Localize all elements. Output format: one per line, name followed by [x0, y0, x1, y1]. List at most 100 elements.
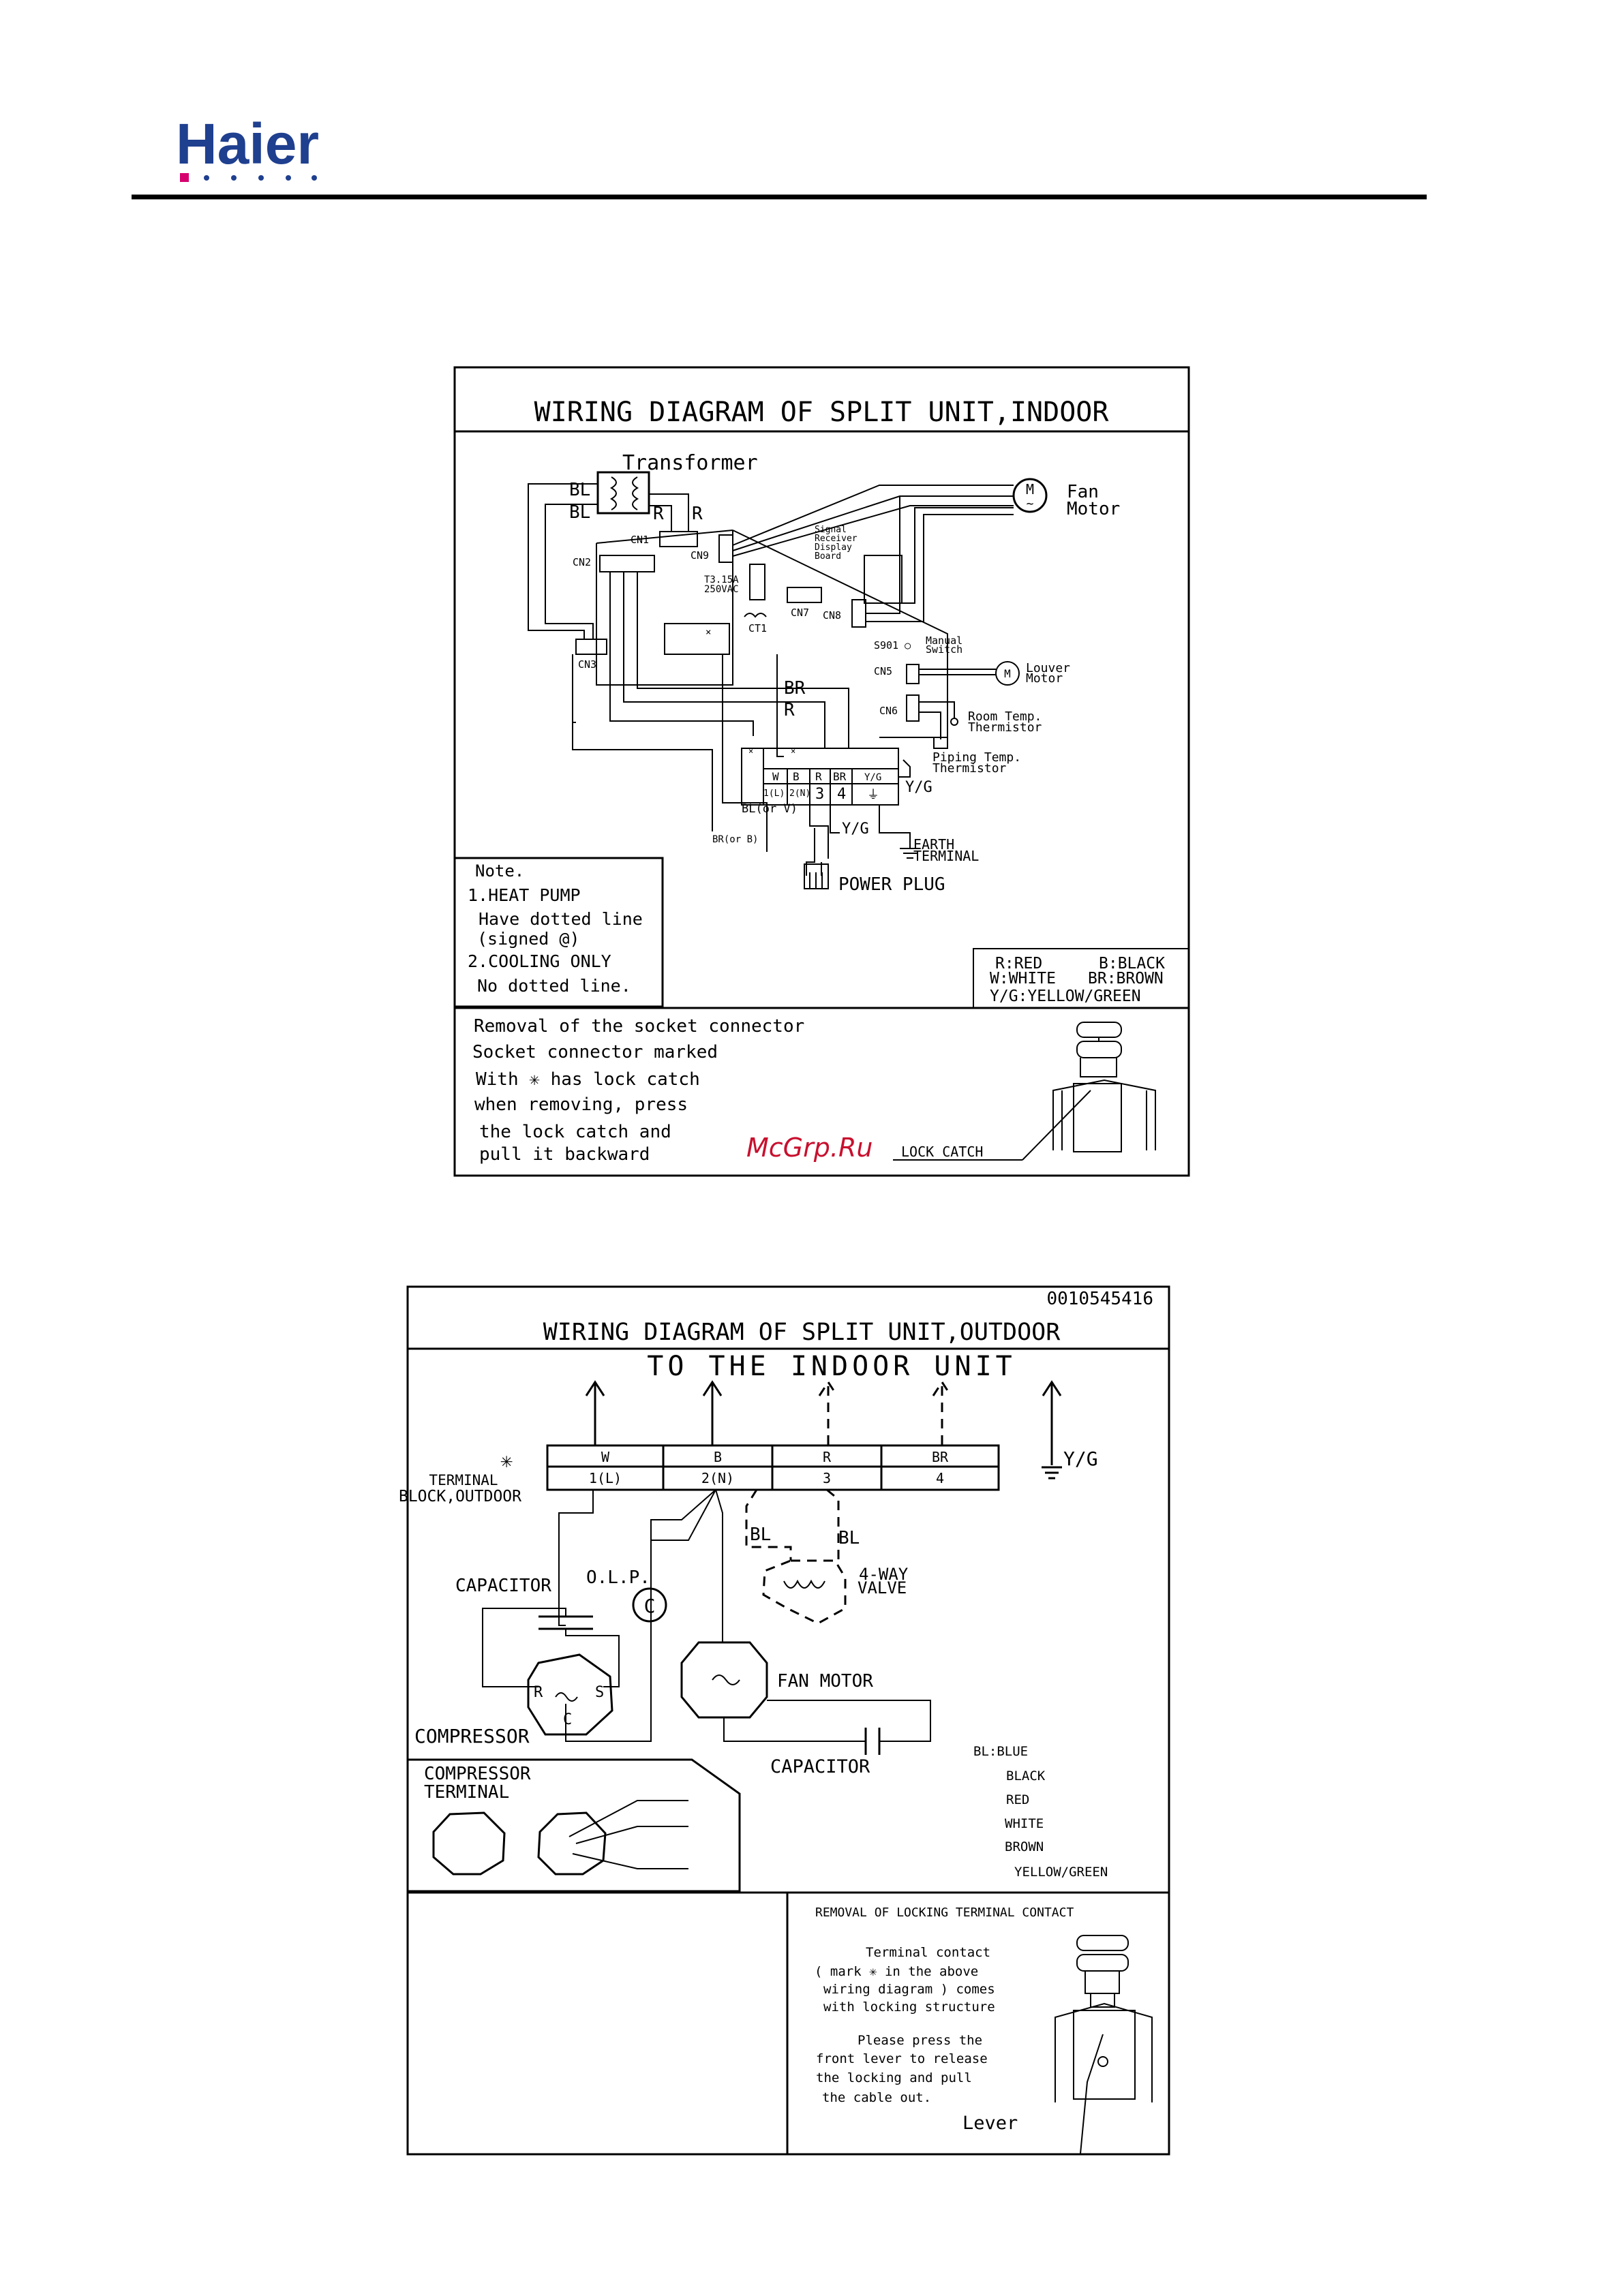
outdoor-title: WIRING DIAGRAM OF SPLIT UNIT,OUTDOOR [543, 1319, 1061, 1346]
svg-text:the cable out.: the cable out. [822, 2090, 931, 2105]
wire-label-bl: BL [569, 480, 590, 500]
cn7-label: CN7 [791, 607, 809, 619]
fuse-rating: T3.15A [704, 575, 739, 585]
color-legend-outdoor: BL:BLUE BLACK RED WHITE BROWN YELLOW/GRE… [973, 1744, 1108, 1880]
svg-text:4: 4 [936, 1470, 944, 1486]
compressor-capacitor [539, 1615, 593, 1630]
svg-text:M: M [1004, 667, 1011, 680]
svg-text:BR:BROWN: BR:BROWN [1088, 970, 1164, 988]
svg-text:BR: BR [833, 770, 847, 783]
svg-text:S901 ○: S901 ○ [874, 639, 911, 652]
svg-text:R: R [823, 1449, 832, 1465]
svg-text:BL:BLUE: BL:BLUE [973, 1744, 1028, 1759]
to-indoor-label: TO THE INDOOR UNIT [647, 1351, 1016, 1382]
svg-text:BROWN: BROWN [1005, 1839, 1044, 1854]
logo-dot [312, 175, 317, 181]
wire-label-bl: BL [569, 502, 590, 523]
four-way-valve [762, 1559, 847, 1625]
svg-text:×: × [748, 746, 753, 756]
svg-text:S: S [595, 1684, 604, 1701]
yg-label: Y/G [1063, 1448, 1098, 1470]
fan-motor-label: Motor [1067, 499, 1120, 519]
svg-text:Louver: Louver [1026, 661, 1070, 675]
svg-text:3: 3 [815, 786, 824, 803]
svg-text:Have dotted line: Have dotted line [479, 909, 643, 929]
svg-text:W: W [772, 770, 779, 783]
wire-label-r: R [653, 504, 664, 524]
svg-text:1(L): 1(L) [763, 789, 785, 799]
indoor-terminal-block: W B R BR Y/G 1(L) 2(N) 3 4 ⏚ × × [741, 746, 899, 806]
connector-cn1 [659, 531, 698, 547]
wire-label-yg: Y/G [842, 821, 869, 838]
svg-text:Switch: Switch [926, 643, 962, 656]
transformer-label: Transformer [622, 451, 758, 475]
svg-text:Motor: Motor [1026, 671, 1063, 686]
cn3-label: CN3 [578, 658, 596, 671]
wire-label-yg: Y/G [905, 779, 932, 796]
svg-text:No dotted line.: No dotted line. [477, 976, 631, 996]
svg-text:BLACK: BLACK [1006, 1769, 1046, 1784]
svg-text:TERMINAL: TERMINAL [424, 1782, 509, 1803]
svg-text:⏚: ⏚ [867, 788, 879, 802]
svg-text:~: ~ [1027, 497, 1034, 511]
indoor-wiring-diagram: WIRING DIAGRAM OF SPLIT UNIT,INDOOR Tran… [453, 366, 1190, 1177]
svg-text:the locking and pull: the locking and pull [816, 2070, 972, 2085]
color-legend-indoor: R:RED B:BLACK W:WHITE BR:BROWN Y/G:YELLO… [973, 948, 1189, 1009]
connector-cn2 [599, 555, 655, 572]
cn2-label: CN2 [573, 556, 591, 568]
terminal-mark: ✳ [500, 1449, 513, 1473]
cn6-label: CN6 [879, 705, 898, 717]
connector-cn6 [906, 694, 920, 722]
part-code: 0010545416 [1046, 1289, 1153, 1309]
svg-text:when removing, press: when removing, press [474, 1095, 688, 1115]
svg-text:2(N): 2(N) [789, 789, 810, 799]
compressor-capacitor-label: CAPACITOR [455, 1576, 551, 1596]
fan-motor-label: Fan [1067, 482, 1099, 502]
svg-text:Receiver: Receiver [815, 534, 858, 544]
svg-text:W: W [601, 1449, 610, 1465]
svg-text:3: 3 [823, 1470, 831, 1486]
logo-dot [231, 175, 237, 181]
svg-text:YELLOW/GREEN: YELLOW/GREEN [1014, 1865, 1108, 1880]
ct-coil [744, 613, 767, 618]
logo-dot [204, 175, 209, 181]
svg-text:WHITE: WHITE [1005, 1816, 1044, 1831]
svg-text:Please press the: Please press the [858, 2033, 982, 2048]
compressor-label: COMPRESSOR [414, 1725, 530, 1747]
svg-text:C: C [563, 1711, 572, 1728]
svg-text:Piping Temp.: Piping Temp. [932, 750, 1021, 765]
connector-cn5 [906, 664, 920, 684]
svg-text:M: M [1026, 481, 1034, 498]
svg-text:with locking structure: with locking structure [823, 2000, 995, 2015]
logo-dot [180, 173, 189, 182]
outdoor-wiring-diagram: 0010545416 WIRING DIAGRAM OF SPLIT UNIT,… [399, 1285, 1170, 2156]
wire-label-bl: BL [750, 1525, 771, 1545]
svg-text:4-WAY: 4-WAY [859, 1565, 909, 1584]
svg-text:R: R [815, 770, 822, 783]
svg-text:( mark ✳ in the above: ( mark ✳ in the above [815, 1964, 978, 1979]
ct-label: CT1 [748, 622, 767, 634]
svg-text:B: B [793, 770, 800, 783]
wire-label-r: R [692, 504, 703, 524]
compressor-terminal-box: COMPRESSOR TERMINAL [408, 1758, 741, 1893]
svg-text:BLOCK,OUTDOOR: BLOCK,OUTDOOR [399, 1488, 521, 1505]
removal-instructions-indoor: Removal of the socket connector Socket c… [472, 1016, 1022, 1165]
svg-text:Thermistor: Thermistor [968, 720, 1042, 735]
transformer [596, 471, 650, 515]
wire-label-bl: BL [838, 1528, 860, 1548]
fan-motor-wires [732, 485, 1014, 622]
brand-name: Haier [176, 112, 319, 176]
svg-text:COMPRESSOR: COMPRESSOR [424, 1764, 531, 1784]
socket-connector-illustration [1022, 1022, 1156, 1161]
svg-text:Board: Board [815, 551, 841, 562]
olp-label: O.L.P. [586, 1567, 650, 1588]
svg-text:1.HEAT PUMP: 1.HEAT PUMP [468, 885, 581, 905]
indoor-frame [453, 366, 1190, 1177]
svg-text:R:RED: R:RED [995, 955, 1042, 973]
olp [632, 1587, 667, 1623]
svg-text:W:WHITE: W:WHITE [990, 970, 1056, 988]
connector-cn9 [718, 534, 733, 563]
connector-cn3 [575, 639, 607, 655]
svg-text:pull it backward: pull it backward [479, 1144, 650, 1165]
